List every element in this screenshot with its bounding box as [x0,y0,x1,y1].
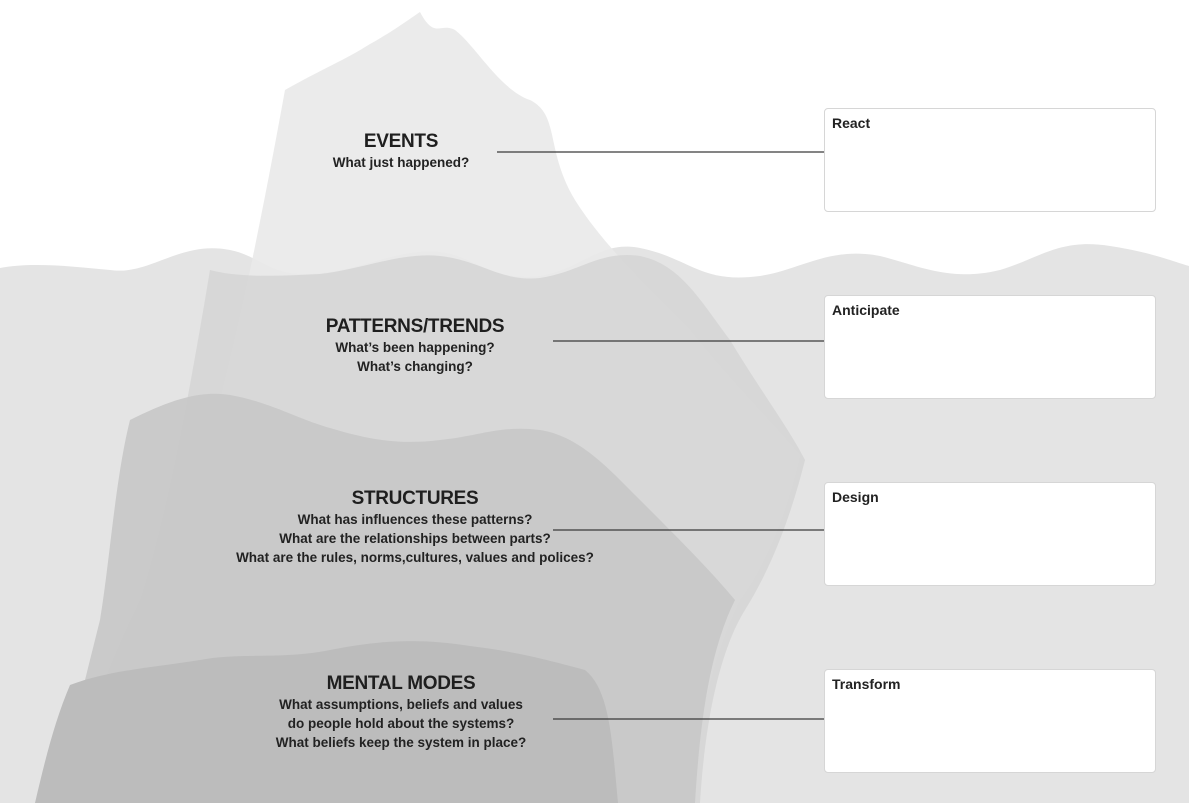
level-question: What are the rules, norms,cultures, valu… [236,550,594,565]
action-label: Anticipate [832,302,900,318]
action-box-anticipate[interactable]: Anticipate [824,295,1156,399]
level-events: EVENTS What just happened? [333,131,470,172]
level-structures: STRUCTURES What has influences these pat… [236,488,594,567]
level-title: PATTERNS/TRENDS [325,316,505,337]
action-box-react[interactable]: React [824,108,1156,212]
level-question: What assumptions, beliefs and values [279,697,523,712]
action-label: Design [832,489,879,505]
level-title: MENTAL MODES [326,673,476,694]
action-box-design[interactable]: Design [824,482,1156,586]
level-question: What has influences these patterns? [297,512,533,527]
action-box-transform[interactable]: Transform [824,669,1156,773]
action-label: Transform [832,676,901,692]
level-patterns-trends: PATTERNS/TRENDS What’s been happening? W… [325,316,505,376]
level-mental-modes: MENTAL MODES What assumptions, beliefs a… [276,673,527,752]
iceberg-layer-mental-models [35,641,618,803]
level-title: EVENTS [363,131,439,152]
level-question: What beliefs keep the system in place? [275,735,527,750]
level-question: What just happened? [332,155,470,170]
level-question: What’s been happening? [335,340,495,355]
action-label: React [832,115,871,131]
level-question: What’s changing? [357,359,473,374]
level-question: What are the relationships between parts… [279,531,551,546]
level-title: STRUCTURES [351,488,479,509]
level-question: do people hold about the systems? [287,716,515,731]
